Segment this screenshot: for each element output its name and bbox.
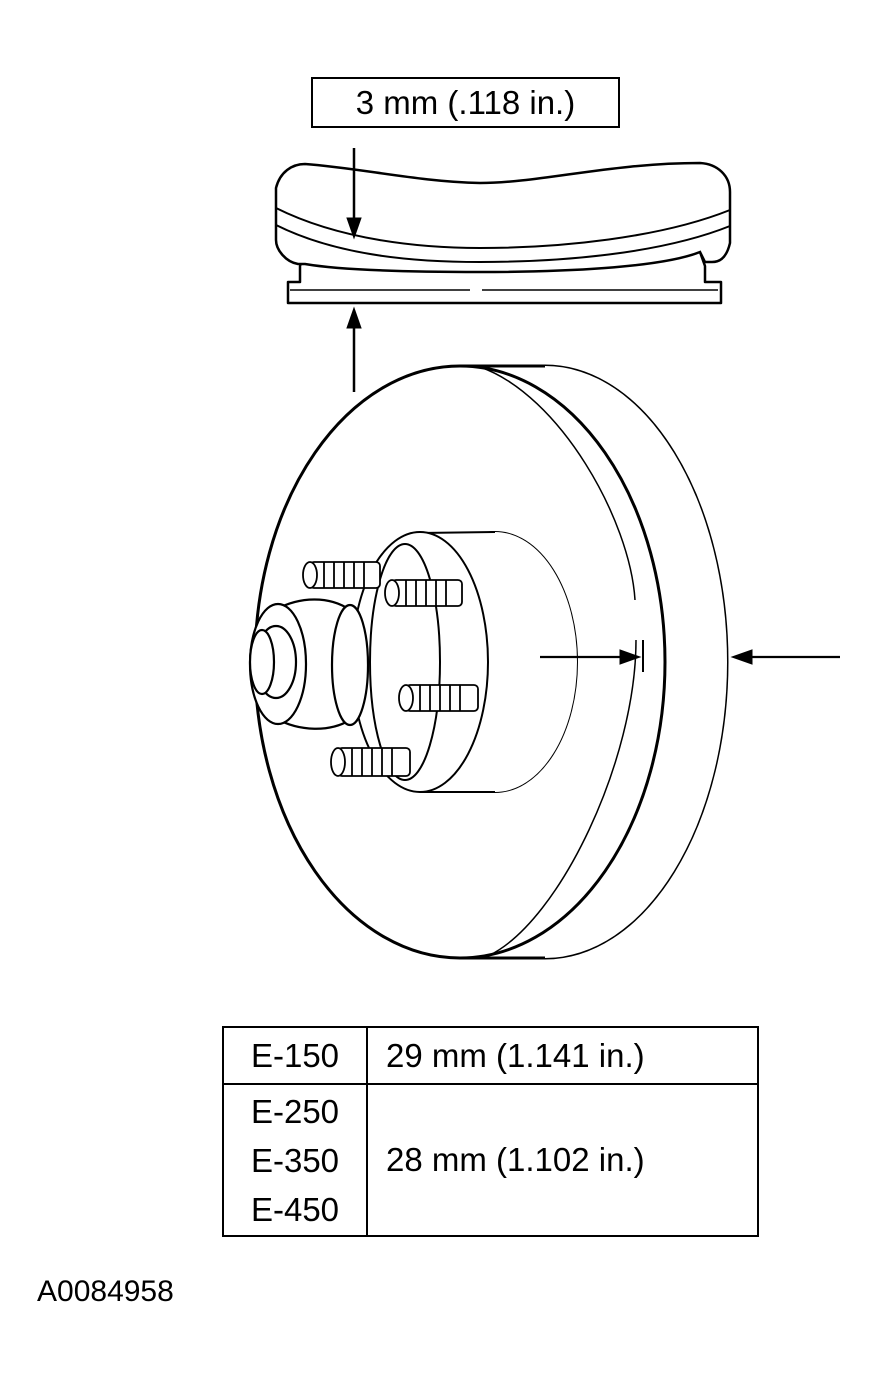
wheel-stud-2 [384,579,463,607]
pad-thickness-arrow [346,148,362,240]
model-cell: E-250 E-350 E-450 [222,1083,368,1237]
rotor-outer-face-arrow [730,649,840,665]
model-label: E-350 [250,1141,340,1179]
table-row: E-250 E-350 E-450 28 mm (1.102 in.) [222,1083,759,1237]
model-cell: E-150 [222,1026,368,1085]
rotor-minimum-thickness-table: E-150 29 mm (1.141 in.) E-250 E-350 E-45… [222,1026,759,1237]
model-label: E-250 [250,1092,340,1130]
model-label: E-150 [250,1037,340,1074]
pad-minimum-thickness-label: 3 mm (.118 in.) [311,77,620,128]
wheel-stud-4 [330,747,411,777]
wheel-stud-1 [302,561,381,589]
hub-dust-cap [248,598,370,730]
table-row: E-150 29 mm (1.141 in.) [222,1026,759,1085]
pad-backing-arrow [346,306,362,392]
rotor-inner-face-arrow [540,640,644,672]
thickness-value: 28 mm (1.102 in.) [366,1083,759,1237]
model-label: E-450 [250,1190,340,1228]
wheel-stud-3 [398,684,479,712]
figure-id: A0084958 [37,1275,174,1308]
brake-pad [274,161,732,305]
wheel-studs [302,561,479,777]
thickness-value: 29 mm (1.141 in.) [366,1026,759,1085]
brake-rotor-illustration [248,148,840,960]
